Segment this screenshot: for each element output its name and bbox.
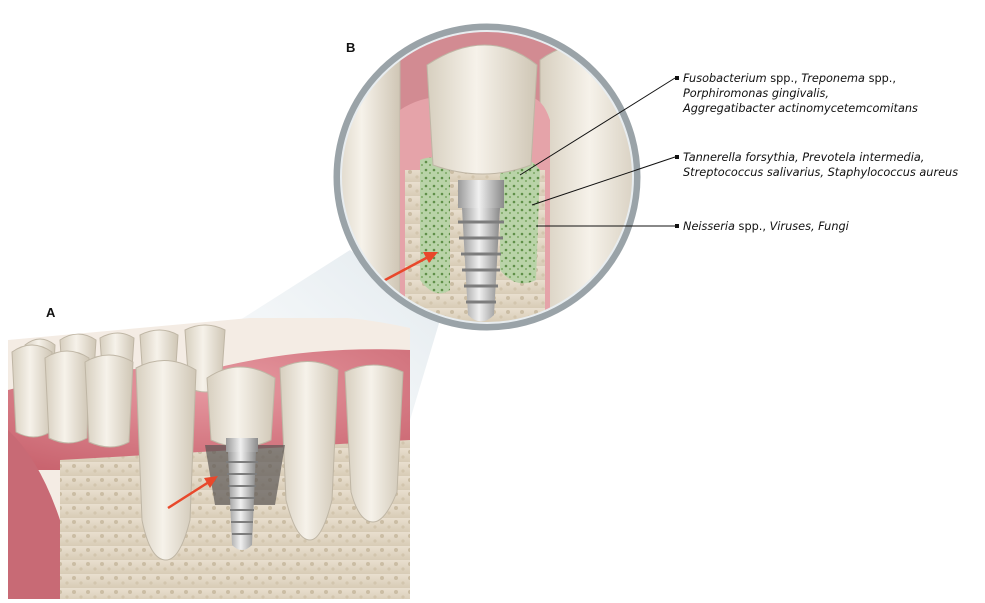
panel-label-b: B [346,40,355,55]
annotation-text-italic: Porphiromonas gingivalis, [683,87,829,100]
annotation-text-italic: Viruses, Fungi [770,220,849,233]
annotation-line: Streptococcus salivarius, Staphylococcus… [683,165,958,180]
crown-b [427,45,537,174]
panel-a-jaw [8,318,410,599]
biofilm-right [500,157,540,284]
annotation-text-italic: Treponema [801,72,865,85]
annotation-line: Tannerella forsythia, Prevotela intermed… [683,150,958,165]
annotation-text-upright: spp., [735,220,770,233]
annotation-text-italic: Streptococcus salivarius, Staphylococcus… [683,166,958,179]
annotation-text-italic: Fusobacterium [683,72,767,85]
annotation-line: Porphiromonas gingivalis, [683,86,918,101]
annotation-line: Aggregatibacter actinomycetemcomitans [683,101,918,116]
panel-label-a: A [46,305,55,320]
annotation-text-italic: Neisseria [683,220,735,233]
annotation-text-italic: Tannerella forsythia, Prevotela intermed… [683,151,924,164]
annotation-text-upright: spp., [767,72,802,85]
biofilm-left [420,158,450,294]
annotation-bacteria-group-1: Fusobacterium spp., Treponema spp.,Porph… [683,71,918,116]
annotation-bacteria-group-2: Tannerella forsythia, Prevotela intermed… [683,150,958,180]
annotation-line: Fusobacterium spp., Treponema spp., [683,71,918,86]
crown-a [207,367,275,447]
annotation-text-italic: Aggregatibacter actinomycetemcomitans [683,102,918,115]
annotation-bacteria-group-3: Neisseria spp., Viruses, Fungi [683,219,849,234]
annotation-line: Neisseria spp., Viruses, Fungi [683,219,849,234]
annotation-text-upright: spp., [865,72,896,85]
